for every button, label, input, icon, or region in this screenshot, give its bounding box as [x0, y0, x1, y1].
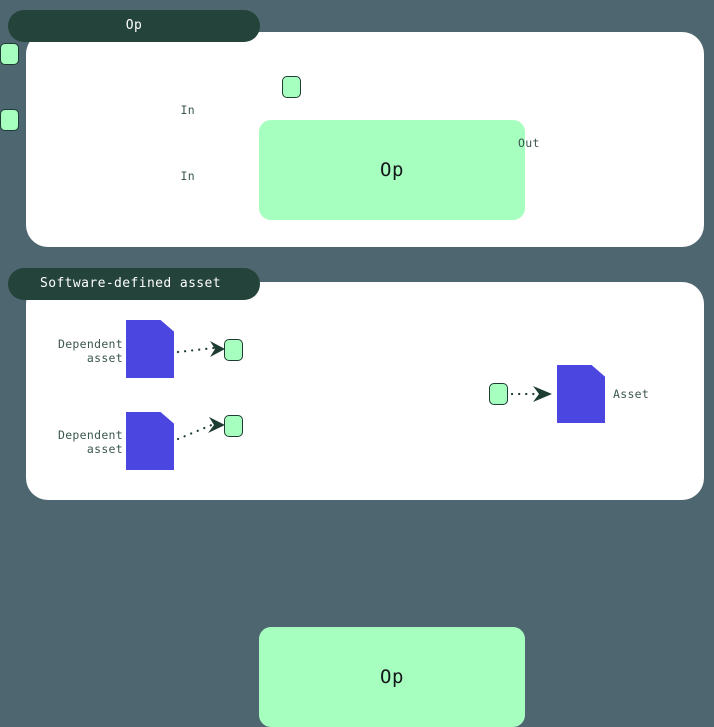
edge-output-asset [510, 386, 552, 402]
panel-op: Op In In Out [0, 32, 704, 247]
edge-dependent-asset-2 [176, 417, 225, 441]
op-node-label: Op [380, 666, 404, 688]
in-port-1[interactable] [224, 339, 243, 361]
panel-tab-op[interactable]: Op [8, 10, 260, 42]
op-node[interactable]: Op [259, 120, 525, 220]
out-port-1[interactable] [489, 383, 508, 405]
in-port-1[interactable] [0, 43, 19, 65]
dependent-asset-document-icon[interactable] [126, 320, 174, 378]
asset-document-icon[interactable] [557, 365, 605, 423]
panel-software-defined-asset: Op Dependent asset Dependent asset [26, 282, 704, 727]
edge-dependent-asset-1 [176, 341, 225, 357]
dependent-asset-document-icon[interactable] [126, 412, 174, 470]
in-port-2-label: In [180, 169, 195, 183]
out-port-1-label: Out [518, 136, 540, 150]
op-node-label: Op [380, 159, 404, 181]
dependent-asset-1-label: Dependent asset [57, 337, 123, 365]
dependent-asset-2-label: Dependent asset [57, 428, 123, 456]
asset-label: Asset [613, 387, 650, 401]
in-port-2[interactable] [224, 415, 243, 437]
in-port-2[interactable] [0, 109, 19, 131]
in-port-1-label: In [180, 103, 195, 117]
diagram-canvas: Op In In Out Op Op [0, 10, 704, 727]
panel-tab-software-defined-asset[interactable]: Software-defined asset [8, 268, 260, 300]
out-port-1[interactable] [282, 76, 301, 98]
op-node[interactable]: Op [259, 627, 525, 727]
